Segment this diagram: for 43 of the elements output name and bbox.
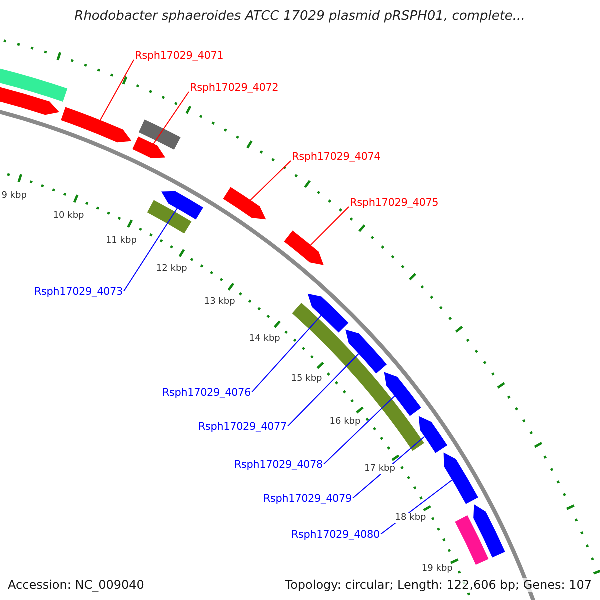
leader-line (324, 396, 396, 465)
gene-label: Rsph17029_4073 (34, 286, 123, 298)
gene-feature-block (132, 136, 166, 158)
gene-feature-block (61, 107, 132, 143)
map-info-text: Topology: circular; Length: 122,606 bp; Genes: 107 (283, 578, 594, 592)
map-title: Rhodobacter sphaeroides ATCC 17029 plasmid pRSPH01, complete... (74, 9, 526, 24)
gene-feature-block (474, 504, 506, 558)
tick-label: 17 kbp (364, 464, 396, 474)
tick-label: 18 kbp (394, 512, 428, 523)
gene-feature-block (284, 230, 324, 266)
gene-feature-block (162, 191, 204, 220)
tick-label: 13 kbp (203, 297, 236, 308)
gene-label: Rsph17029_4074 (292, 151, 381, 163)
tick-label: 9 kbp (0, 191, 28, 202)
gene-label: Rsph17029_4077 (198, 421, 287, 433)
leader-line (124, 208, 178, 292)
leader-line (153, 92, 190, 144)
tick-label: 12 kbp (155, 264, 188, 274)
leader-line (250, 160, 292, 201)
accession-text: Accession: NC_009040 (8, 578, 144, 592)
gene-label: Rsph17029_4071 (135, 50, 224, 62)
gene-label: Rsph17029_4080 (291, 529, 380, 541)
gene-feature-block (384, 372, 422, 416)
tick-label: 11 kbp (104, 236, 138, 246)
leader-line (288, 353, 360, 427)
leader-line (252, 315, 322, 393)
gene-feature-block (418, 416, 448, 454)
leader-line (310, 206, 350, 246)
gene-feature-block (223, 187, 266, 220)
tick-label: 16 kbp (328, 417, 362, 428)
gene-feature-block (308, 294, 349, 333)
gene-feature-block (346, 330, 387, 374)
gene-label: Rsph17029_4079 (263, 493, 352, 505)
tick-label: 19 kbp (420, 564, 454, 574)
tick-label: 15 kbp (290, 374, 324, 384)
tick-label: 10 kbp (52, 211, 86, 222)
gene-label: Rsph17029_4075 (350, 197, 439, 209)
gene-label: Rsph17029_4078 (234, 459, 323, 471)
gene-feature-block (444, 452, 478, 504)
gene-label: Rsph17029_4072 (190, 82, 279, 94)
leader-line (100, 60, 134, 121)
tick-label: 14 kbp (248, 334, 282, 344)
gene-label: Rsph17029_4076 (162, 387, 251, 399)
